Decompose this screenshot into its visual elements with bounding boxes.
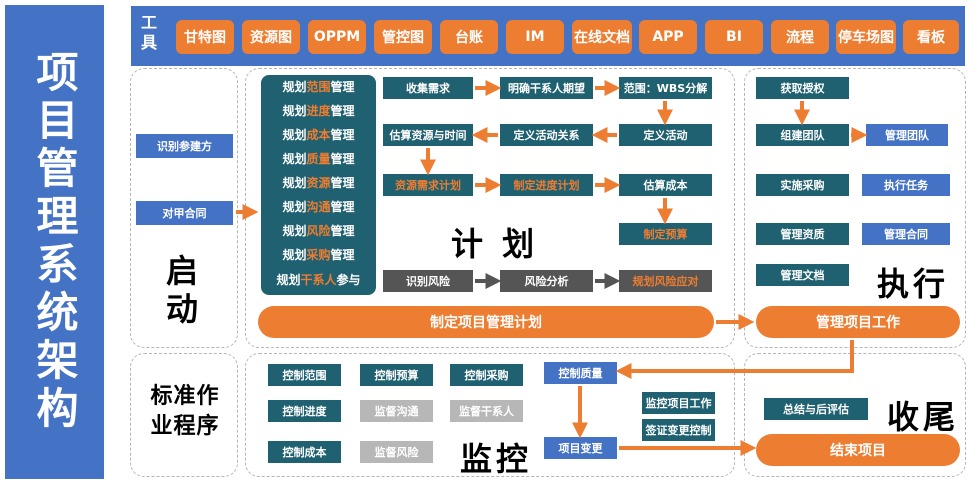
client-contract-box[interactable]: 对甲合同 <box>136 201 233 225</box>
plan-item-schedule[interactable]: 规划进度管理 <box>282 104 355 118</box>
monitor-risk-box[interactable]: 监督风险 <box>360 441 433 463</box>
wbs-decomposition-box[interactable]: 范围：WBS分解 <box>619 77 712 99</box>
resource-plan-box[interactable]: 资源需求计划 <box>383 174 473 196</box>
monitor-project-work-box[interactable]: 监控项目工作 <box>642 392 715 414</box>
tool-oppm[interactable]: OPPM <box>308 20 366 54</box>
stakeholder-expectations-box[interactable]: 明确干系人期望 <box>500 77 593 99</box>
plan-item-risk[interactable]: 规划风险管理 <box>282 224 355 238</box>
plan-title: 计 划 <box>451 225 539 263</box>
execute-section <box>744 68 966 348</box>
control-budget-box[interactable]: 控制预算 <box>360 364 433 386</box>
manage-qualification-box[interactable]: 管理资质 <box>756 223 849 245</box>
summary-evaluation-box[interactable]: 总结与后评估 <box>764 398 868 420</box>
tool-gantt[interactable]: 甘特图 <box>176 20 234 54</box>
tool-bi[interactable]: BI <box>705 20 763 54</box>
tools-toolbar: 工具 甘特图 资源图 OPPM 管控图 台账 IM 在线文档 APP BI 流程… <box>131 6 965 66</box>
manage-team-box[interactable]: 管理团队 <box>866 124 948 146</box>
risk-response-box[interactable]: 规划风险应对 <box>619 270 712 292</box>
execute-title: 执行 <box>877 265 950 303</box>
control-scope-box[interactable]: 控制范围 <box>268 364 341 386</box>
control-cost-box[interactable]: 控制成本 <box>268 441 341 463</box>
risk-analysis-box[interactable]: 风险分析 <box>500 270 593 292</box>
tool-workflow[interactable]: 流程 <box>771 20 829 54</box>
tool-app[interactable]: APP <box>639 20 697 54</box>
define-activity-relations-box[interactable]: 定义活动关系 <box>500 124 593 146</box>
control-procurement-box[interactable]: 控制采购 <box>450 364 523 386</box>
end-project-button[interactable]: 结束项目 <box>756 434 960 466</box>
monitor-stakeholder-box[interactable]: 监督干系人 <box>450 400 523 422</box>
identify-participants-box[interactable]: 识别参建方 <box>136 134 233 158</box>
start-title: 启动 <box>165 252 202 328</box>
standard-title: 标准作业程序 <box>150 384 220 439</box>
estimate-cost-box[interactable]: 估算成本 <box>619 174 712 196</box>
monitor-title: 监控 <box>460 440 533 478</box>
plan-item-stakeholder[interactable]: 规划干系人参与 <box>276 273 361 287</box>
monitor-communication-box[interactable]: 监督沟通 <box>360 400 433 422</box>
system-title-banner: 项目管理系统架构 <box>5 5 104 479</box>
plan-item-communication[interactable]: 规划沟通管理 <box>282 200 355 214</box>
tool-online-docs[interactable]: 在线文档 <box>572 20 632 54</box>
define-activities-box[interactable]: 定义活动 <box>619 124 712 146</box>
manage-contract-box[interactable]: 管理合同 <box>862 223 950 245</box>
budget-box[interactable]: 制定预算 <box>619 223 712 245</box>
plan-item-procurement[interactable]: 规划采购管理 <box>282 248 355 262</box>
control-schedule-box[interactable]: 控制进度 <box>268 400 341 422</box>
execute-task-box[interactable]: 执行任务 <box>862 174 950 196</box>
tool-ledger[interactable]: 台账 <box>440 20 498 54</box>
tool-kanban[interactable]: 看板 <box>903 20 959 54</box>
manage-project-work-button[interactable]: 管理项目工作 <box>756 306 960 338</box>
schedule-plan-box[interactable]: 制定进度计划 <box>500 174 593 196</box>
plan-item-cost[interactable]: 规划成本管理 <box>282 128 355 142</box>
tool-resource-chart[interactable]: 资源图 <box>242 20 300 54</box>
manage-documents-box[interactable]: 管理文档 <box>756 264 849 286</box>
get-authorization-box[interactable]: 获取授权 <box>756 77 849 99</box>
project-change-box[interactable]: 项目变更 <box>544 437 617 459</box>
identify-risk-box[interactable]: 识别风险 <box>383 270 473 292</box>
plan-item-scope[interactable]: 规划范围管理 <box>282 80 355 94</box>
close-title: 收尾 <box>887 398 960 436</box>
tool-parking-chart[interactable]: 停车场图 <box>836 20 896 54</box>
procurement-box[interactable]: 实施采购 <box>756 174 849 196</box>
tool-im[interactable]: IM <box>506 20 564 54</box>
control-quality-box[interactable]: 控制质量 <box>544 362 617 384</box>
visa-change-control-box[interactable]: 签证变更控制 <box>642 419 715 441</box>
estimate-resource-time-box[interactable]: 估算资源与时间 <box>383 124 473 146</box>
collect-requirements-box[interactable]: 收集需求 <box>383 77 473 99</box>
make-pm-plan-button[interactable]: 制定项目管理计划 <box>258 306 714 338</box>
planning-list: 规划范围管理 规划进度管理 规划成本管理 规划质量管理 规划资源管理 规划沟通管… <box>261 75 376 295</box>
plan-item-resource[interactable]: 规划资源管理 <box>282 176 355 190</box>
build-team-box[interactable]: 组建团队 <box>756 124 849 146</box>
plan-item-quality[interactable]: 规划质量管理 <box>282 152 355 166</box>
tool-control-chart[interactable]: 管控图 <box>374 20 432 54</box>
tools-label: 工具 <box>140 13 157 52</box>
system-title: 项目管理系统架构 <box>30 50 79 434</box>
standard-section <box>130 353 238 477</box>
